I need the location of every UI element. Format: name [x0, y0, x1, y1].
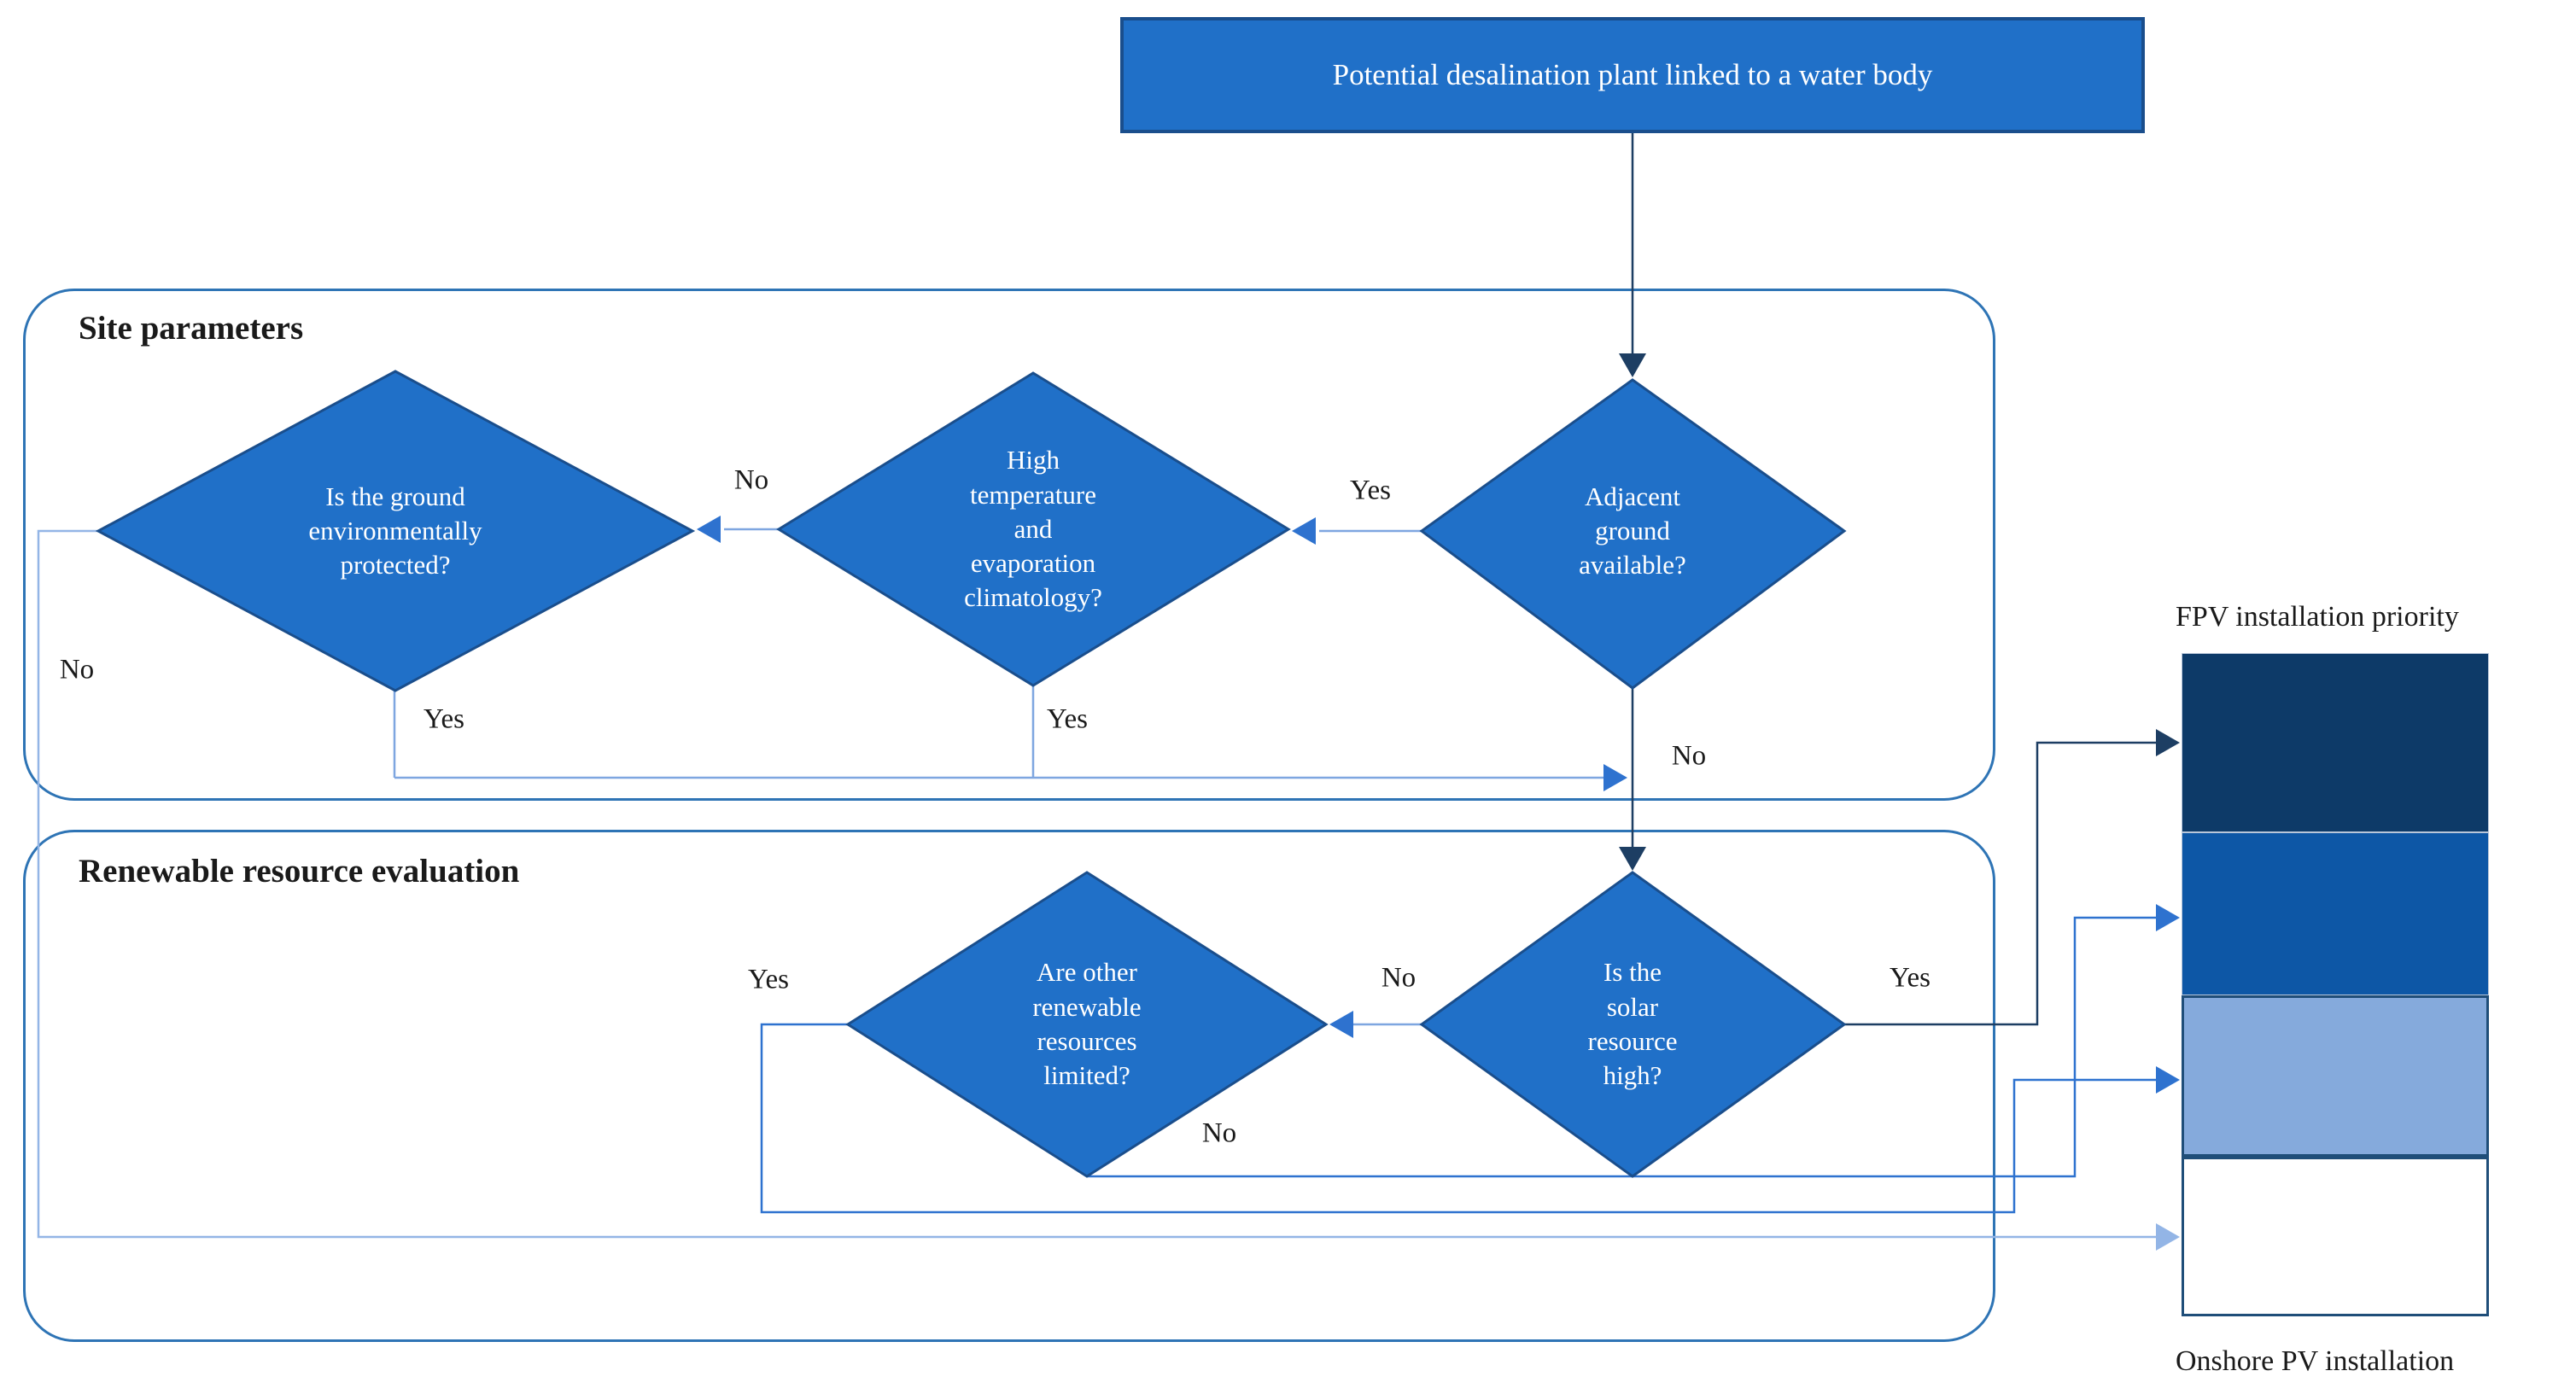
priority-bar-segment-3 [2182, 995, 2489, 1157]
onshore-pv-label: Onshore PV installation [2176, 1345, 2455, 1377]
priority-bar-segment-2 [2182, 832, 2489, 995]
edge-renewables-no-to-priority2 [1087, 916, 2156, 1178]
edge-label-solar-yes: Yes [1889, 962, 1931, 994]
edge-renewables-yes-to-priority3 [760, 1023, 2156, 1214]
arrow-into-priority-1 [2156, 729, 2180, 756]
arrow-into-solar [1619, 847, 1646, 871]
priority-bar-segment-1 [2182, 653, 2489, 832]
edge-solar-yes-to-priority1 [1843, 741, 2156, 1026]
start-node-label: Potential desalination plant linked to a… [1332, 58, 1933, 91]
arrow-into-priority-2 [2156, 904, 2180, 931]
renewable-evaluation-container [23, 830, 1995, 1342]
diamond-other-renewables [845, 871, 1329, 1178]
priority-bar-segment-4 [2182, 1157, 2489, 1316]
section-title-site: Site parameters [79, 310, 304, 347]
diamond-ground-protected [95, 370, 696, 692]
edge-ground-no-to-onshore [37, 529, 2156, 1239]
edge-label-adjacent-yes: Yes [1349, 475, 1392, 506]
edge-label-renewables-no: No [1201, 1117, 1237, 1149]
edge-label-renewables-yes: Yes [747, 964, 790, 995]
arrow-into-priority-3 [2156, 1066, 2180, 1094]
edge-label-ground-yes: Yes [423, 703, 465, 735]
arrow-into-renewables [1329, 1011, 1353, 1038]
arrow-into-adjacent [1619, 353, 1646, 377]
edge-label-climate-no: No [733, 464, 769, 496]
arrow-merged-yes-junction [1603, 764, 1627, 791]
arrow-into-climate [1292, 517, 1316, 545]
edge-label-solar-no: No [1381, 962, 1417, 994]
diamond-solar-resource [1419, 871, 1847, 1178]
diamond-climate [776, 371, 1291, 687]
section-title-renewable: Renewable resource evaluation [79, 853, 520, 890]
site-parameters-container [23, 289, 1995, 801]
edge-label-ground-no: No [59, 654, 95, 685]
diamond-adjacent-ground [1419, 378, 1847, 690]
start-node: Potential desalination plant linked to a… [1120, 17, 2145, 133]
arrow-into-priority-4 [2156, 1223, 2180, 1251]
edge-label-adjacent-no: No [1671, 740, 1707, 772]
edge-label-climate-yes: Yes [1046, 703, 1089, 735]
arrow-into-ground [697, 516, 721, 543]
fpv-priority-title: FPV installation priority [2176, 601, 2459, 633]
